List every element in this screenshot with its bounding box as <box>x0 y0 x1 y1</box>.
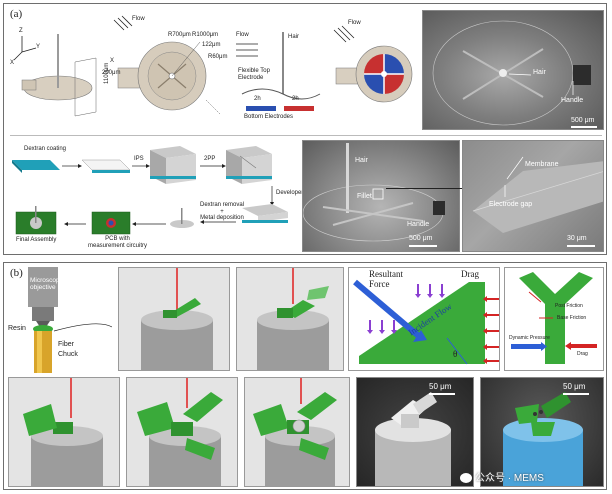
sem2-fillet-label: Fillet <box>357 193 372 200</box>
dim-1100: 1100μm <box>104 62 110 84</box>
watermark: 公众号 · MEMS <box>460 469 544 484</box>
sem-grey-scale-bar <box>429 393 455 395</box>
top-electrode-label: Flexible Top Electrode <box>238 68 270 81</box>
top-view-dimensions: Flow R700μm R1000μm 122μm R60μm 200μm 11… <box>102 14 230 124</box>
sem-membrane-drawing <box>472 156 603 233</box>
axis-z-label: Z <box>19 28 23 34</box>
force-diagram-drawing <box>353 279 499 365</box>
electrode-cross-section: Flow Hair Flexible Top Electrode 2h 2h B… <box>232 14 322 124</box>
watermark-icon <box>460 473 472 484</box>
sem-grey-scale-label: 50 μm <box>429 382 452 391</box>
sem-image-tilted: Hair Fillet Handle 500 μm <box>302 140 460 252</box>
sem2-handle-label: Handle <box>407 221 430 228</box>
render-step-2 <box>236 267 344 371</box>
resultant-force-label: Resultant Force <box>369 269 403 289</box>
step-pcb: PCB with measurement circuitry <box>88 236 148 249</box>
panel-b: (b) Microscope objective Resin Fiber Chu… <box>3 262 607 490</box>
post-friction-label: Post Friction <box>555 303 583 309</box>
sem-color-scale-label: 50 μm <box>563 382 586 391</box>
theta-label: θ <box>453 349 458 359</box>
render-step-4 <box>126 377 238 487</box>
sem-image-device: Hair Handle 500 μm <box>422 10 604 130</box>
sem-tilted-drawing <box>303 143 445 242</box>
printing-setup: Microscope objective Resin Fiber Chuck <box>8 267 113 373</box>
dynamic-pressure-label: Dynamic Pressure <box>509 335 550 341</box>
sem2-scale-bar <box>409 245 437 247</box>
step-final-assembly: Final Assembly <box>16 237 57 243</box>
sem-fiber-color-drawing <box>503 392 583 486</box>
step-2pp: 2PP <box>204 156 216 162</box>
panel-a-label: (a) <box>10 8 23 20</box>
printing-setup-drawing <box>28 267 113 373</box>
objective-label: Microscope objective <box>30 277 64 292</box>
flow-label-1: Flow <box>132 16 145 22</box>
sem3-scale-label: 30 μm <box>567 235 587 242</box>
sem3-scale-bar <box>567 245 595 247</box>
flow-label-3: Flow <box>348 20 361 26</box>
step-developer: Developer <box>276 190 304 196</box>
top-view-drawing <box>113 15 221 115</box>
sem1-scale-label: 500 μm <box>571 117 595 124</box>
dim-r700: R700μm <box>168 32 191 38</box>
electrode-drawing <box>236 32 321 111</box>
sem-image-fiber-grey: 50 μm <box>356 377 474 487</box>
sem3-gap-label: Electrode gap <box>489 201 533 208</box>
hair-label-1: Hair <box>288 34 300 40</box>
quadrant-electrode-view: Flow <box>328 16 420 116</box>
device-3d-drawing <box>13 34 97 117</box>
drag-force-label: Drag <box>577 351 588 357</box>
step-dextran-coating: Dextran coating <box>24 146 67 152</box>
sem-device-drawing <box>432 20 591 126</box>
resin-label: Resin <box>8 325 26 332</box>
sem2-scale-label: 500 μm <box>409 235 433 242</box>
render-step-5 <box>244 377 350 487</box>
zoom-connector <box>386 188 462 189</box>
sem1-scale-bar <box>571 126 597 128</box>
device-3d-sketch: Z Y X <box>10 22 100 122</box>
fiber-label: Fiber <box>58 341 74 348</box>
panel-a: (a) Z Y X Flow R7 <box>3 3 607 255</box>
axis-x2-label: X <box>110 58 115 64</box>
sem-image-fiber-color: 50 μm <box>480 377 604 487</box>
axis-x-label: X <box>10 60 15 66</box>
dim-200: 200μm <box>102 70 121 76</box>
bottom-electrodes-label: Bottom Electrodes <box>244 114 294 120</box>
chuck-label: Chuck <box>58 351 78 358</box>
process-flow-drawing <box>12 146 288 235</box>
sem-fiber-grey-drawing <box>375 392 451 486</box>
render-step-1 <box>118 267 230 371</box>
render-step-5-drawing <box>253 378 337 486</box>
sem1-handle-label: Handle <box>561 97 584 104</box>
structure-forces: Post Friction Base Friction Dynamic Pres… <box>504 267 604 371</box>
render-step-1-drawing <box>141 268 213 370</box>
render-step-4-drawing <box>137 378 223 486</box>
render-step-2-drawing <box>257 268 329 370</box>
flow-label-2: Flow <box>236 32 249 38</box>
render-step-3 <box>8 377 120 487</box>
gap-label-1: 2h <box>254 96 261 102</box>
sem2-hair-label: Hair <box>355 157 368 164</box>
force-diagram: Resultant Force Drag Incident Flow θ <box>348 267 500 371</box>
drag-label: Drag <box>461 269 479 279</box>
dim-r1000: R1000μm <box>192 32 219 38</box>
quadrant-drawing <box>333 25 413 103</box>
base-friction-label: Base Friction <box>557 315 587 321</box>
render-step-3-drawing <box>23 378 103 486</box>
panel-b-label: (b) <box>10 267 23 279</box>
sem1-hair-label: Hair <box>533 69 546 76</box>
gap-label-2: 2h <box>292 96 299 102</box>
sem-color-scale-bar <box>563 393 589 395</box>
dim-122: 122μm <box>202 42 221 48</box>
watermark-text: 公众号 · MEMS <box>475 473 544 484</box>
step-ips: IPS <box>134 156 144 162</box>
structure-forces-drawing <box>511 272 597 364</box>
step-dextran-removal: Dextran removal + Metal deposition <box>200 202 245 222</box>
sem3-membrane-label: Membrane <box>525 161 559 168</box>
process-flow: Dextran coating IPS 2PP Developer Dextra… <box>10 140 304 250</box>
panel-a-divider <box>10 135 602 136</box>
sem-image-membrane: Membrane Electrode gap 30 μm <box>462 140 604 252</box>
dim-r60: R60μm <box>208 54 228 60</box>
axis-y-label: Y <box>36 44 41 50</box>
